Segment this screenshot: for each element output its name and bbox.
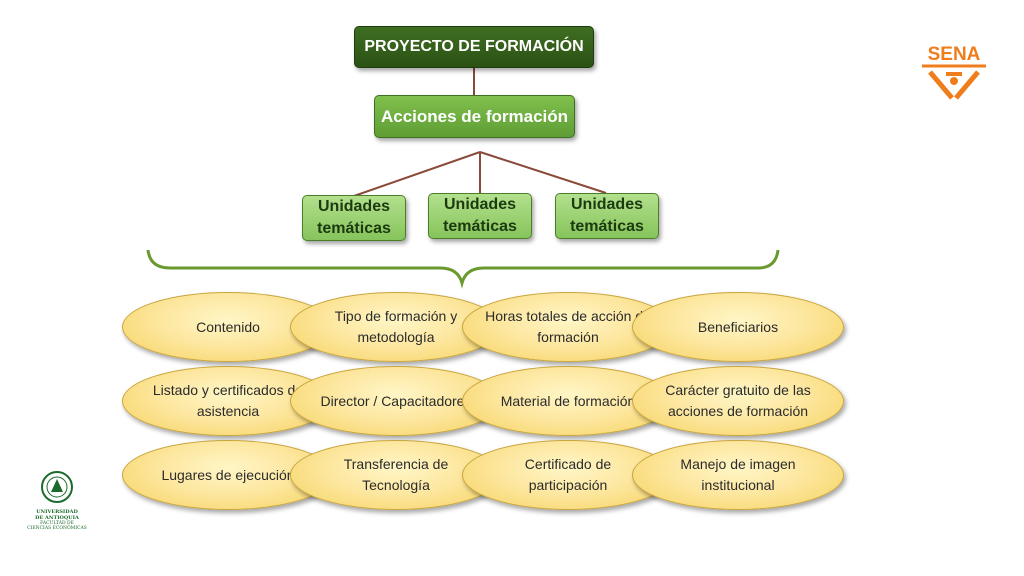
udea-line-3: FACULTAD DE xyxy=(40,521,74,526)
oval-caracter-gratuito: Carácter gratuito de las acciones de for… xyxy=(632,366,844,436)
oval-certificado: Certificado de participación xyxy=(462,440,674,510)
unit-label: Unidades temáticas xyxy=(570,196,644,235)
oval-contenido: Contenido xyxy=(122,292,334,362)
oval-material: Material de formación xyxy=(462,366,674,436)
oval-label: Tipo de formación y metodología xyxy=(334,308,458,345)
oval-label: Certificado de participación xyxy=(524,456,612,493)
oval-label: Beneficiarios xyxy=(697,318,779,335)
unit-box-3: Unidades temáticas xyxy=(555,193,659,239)
udea-line-2: DE ANTIOQUIA xyxy=(35,515,79,521)
oval-label: Lugares de ejecución xyxy=(161,466,295,483)
oval-label: Carácter gratuito de las acciones de for… xyxy=(665,382,811,419)
unit-box-2: Unidades temáticas xyxy=(428,193,532,239)
connector-to-unit-1 xyxy=(353,151,481,197)
project-label: PROYECTO DE FORMACIÓN xyxy=(364,38,584,55)
sena-logo: SENA xyxy=(916,40,992,111)
actions-label: Acciones de formación xyxy=(380,106,569,126)
project-box: PROYECTO DE FORMACIÓN xyxy=(354,26,594,68)
udea-seal-icon xyxy=(41,471,73,503)
unit-box-1: Unidades temáticas xyxy=(302,195,406,241)
oval-label: Transferencia de Tecnología xyxy=(343,456,449,493)
curly-brace xyxy=(146,249,780,289)
oval-label: Horas totales de acción de formación xyxy=(485,308,651,345)
oval-label: Listado y certificados de asistencia xyxy=(152,382,304,419)
oval-label: Contenido xyxy=(196,318,260,335)
sena-logo-icon: SENA xyxy=(922,44,986,100)
unit-label: Unidades temáticas xyxy=(443,196,517,235)
sena-logo-text: SENA xyxy=(928,44,981,65)
oval-beneficiarios: Beneficiarios xyxy=(632,292,844,362)
oval-label: Director / Capacitadores xyxy=(320,392,472,409)
udea-logo: UNIVERSIDAD DE ANTIOQUIA FACULTAD DE CIE… xyxy=(22,470,92,531)
connector-to-unit-3 xyxy=(479,151,607,194)
udea-line-4: CIENCIAS ECONÓMICAS xyxy=(27,526,87,531)
unit-label: Unidades temáticas xyxy=(317,198,391,237)
oval-imagen-institucional: Manejo de imagen institucional xyxy=(632,440,844,510)
oval-label: Material de formación xyxy=(500,392,636,409)
oval-label: Manejo de imagen institucional xyxy=(680,456,796,493)
actions-box: Acciones de formación xyxy=(374,95,575,138)
udea-line-1: UNIVERSIDAD xyxy=(36,509,78,515)
